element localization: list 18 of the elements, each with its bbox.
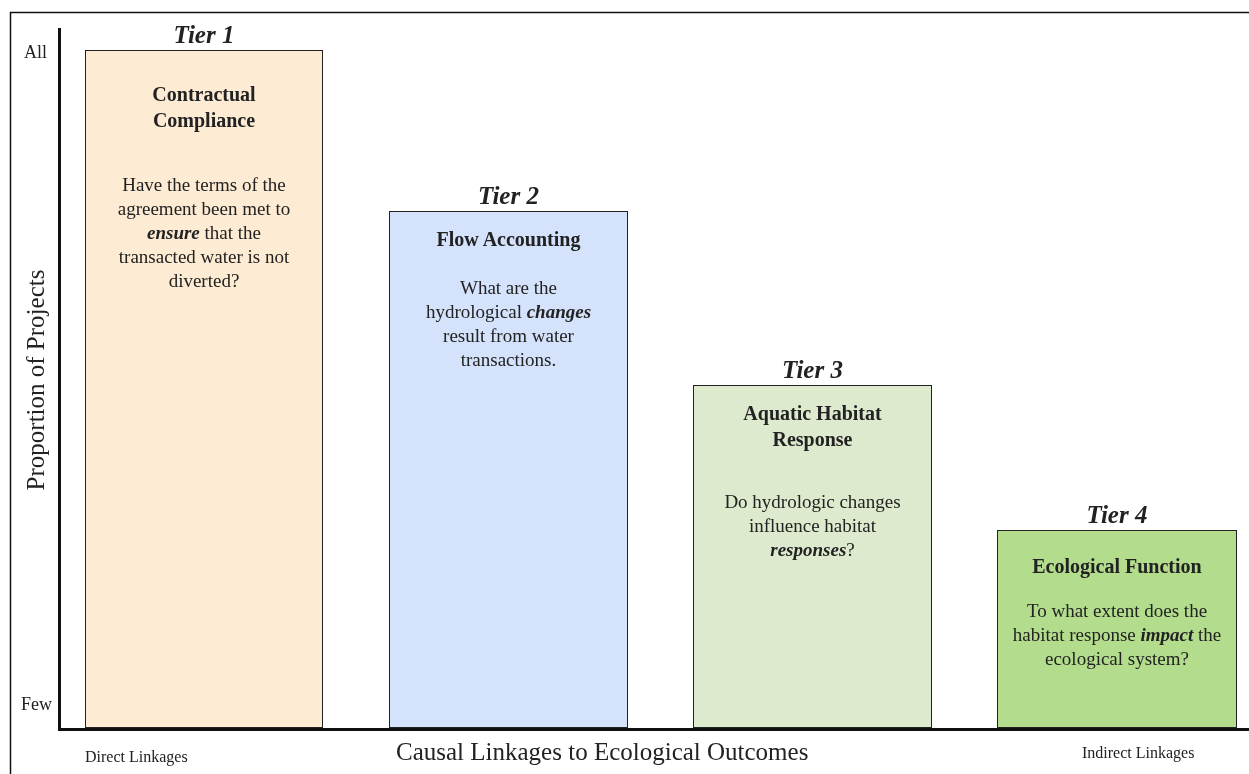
question-text: Do hydrologic changes influence habitat responses? bbox=[723, 490, 902, 562]
axis-tick-label: Few bbox=[21, 694, 52, 715]
tier-heading: Tier 1 bbox=[172, 20, 236, 50]
axis-title: Causal Linkages to Ecological Outcomes bbox=[396, 738, 809, 766]
tier-heading: Tier 2 bbox=[477, 181, 540, 211]
axis-tick-label: All bbox=[24, 42, 47, 63]
bar-title: Ecological Function bbox=[1031, 554, 1203, 579]
tier-heading: Tier 4 bbox=[1085, 500, 1149, 530]
question-text: What are the hydrological changes result from water transactions. bbox=[424, 276, 593, 372]
tier-heading: Tier 3 bbox=[781, 355, 844, 385]
axis-end-label: Direct Linkages bbox=[85, 748, 188, 766]
bar-title: Flow Accounting bbox=[435, 227, 582, 252]
bar-title: Aquatic Habitat Response bbox=[742, 401, 883, 452]
axis-title: Proportion of Projects bbox=[22, 269, 50, 491]
axis-end-label: Indirect Linkages bbox=[1082, 744, 1195, 762]
question-text: Have the terms of the agreement been met to ensure that the transacted water is not diverted? bbox=[116, 173, 292, 293]
question-text: To what extent does the habitat response impact the ecological system? bbox=[1012, 599, 1222, 671]
bar-title: Contractual Compliance bbox=[151, 82, 257, 133]
